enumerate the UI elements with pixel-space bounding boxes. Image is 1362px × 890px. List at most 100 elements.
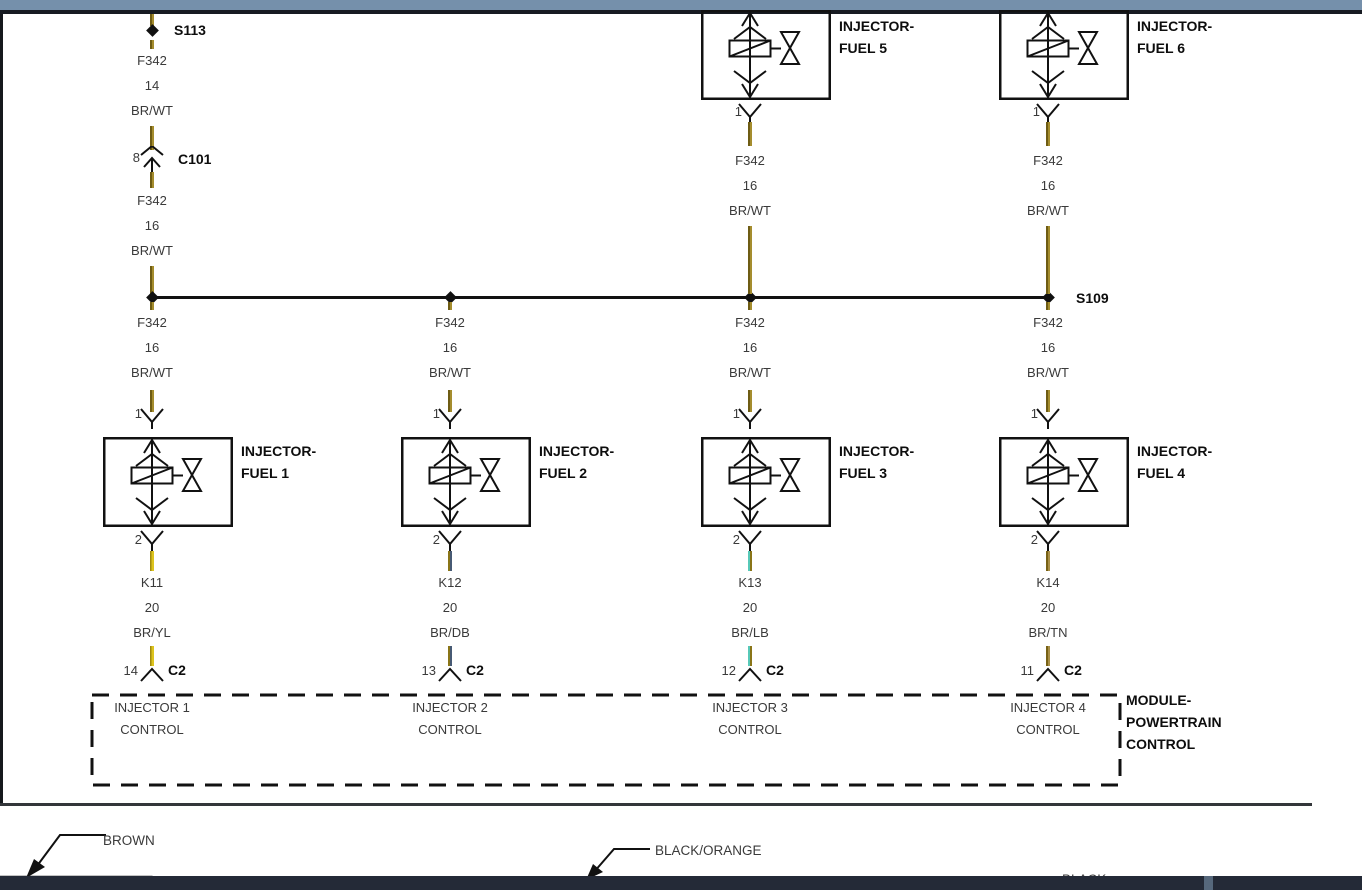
pin-number: 12: [721, 663, 736, 678]
pin-number: 1: [432, 406, 440, 421]
wire-gauge: 16: [742, 340, 758, 355]
connector-y-icon: [1036, 408, 1060, 429]
wire-gauge: 16: [1040, 178, 1056, 193]
wire-segment: [150, 551, 154, 571]
inline-connector-icon: [140, 146, 164, 174]
wire-color: BR/WT: [1027, 203, 1069, 218]
wire-color: BR/WT: [131, 243, 173, 258]
module-pin-function: INJECTOR 1: [114, 700, 190, 715]
module-pin-function: CONTROL: [718, 722, 782, 737]
connector-chevron-icon: [140, 668, 164, 682]
component-name: FUEL 5: [839, 40, 887, 56]
pin-number: 1: [1030, 406, 1038, 421]
wire-gauge: 14: [144, 78, 160, 93]
diagram-left-border: [0, 14, 3, 804]
wire-segment: [448, 390, 452, 412]
connector-y-icon: [1036, 103, 1060, 124]
splice-diamond-icon: [146, 24, 159, 37]
wire-label-stack: F342 16 BR/WT: [102, 310, 202, 385]
wire-color: BR/WT: [1027, 365, 1069, 380]
connector-y-icon: [140, 530, 164, 551]
wire-segment: [150, 40, 154, 49]
module-name: MODULE-: [1126, 692, 1192, 708]
module-pin-function: CONTROL: [120, 722, 184, 737]
component-name: INJECTOR-: [1137, 443, 1213, 459]
legend-label: BLACK/ORANGE: [655, 843, 762, 858]
wire-segment: [150, 302, 154, 310]
wire-segment: [150, 390, 154, 412]
connector-chevron-icon: [438, 668, 462, 682]
pin-number: 14: [123, 663, 138, 678]
module-pin-function: INJECTOR 4: [1010, 700, 1086, 715]
component-name: INJECTOR-: [539, 443, 615, 459]
wire-color: BR/WT: [131, 365, 173, 380]
circuit-id: F342: [735, 315, 765, 330]
pin-number: 13: [421, 663, 436, 678]
wire-label-stack: F342 16 BR/WT: [400, 310, 500, 385]
wire-label-stack: K12 20 BR/DB: [400, 570, 500, 645]
pin-number: 1: [734, 104, 742, 119]
wire-label-stack: F342 16 BR/WT: [700, 310, 800, 385]
injector-symbol: [999, 437, 1129, 527]
wire-gauge: 16: [742, 178, 758, 193]
pin-number: 2: [1030, 532, 1038, 547]
wire-segment: [150, 266, 154, 294]
circuit-id: F342: [137, 315, 167, 330]
connector-label: C2: [766, 662, 784, 678]
module-dashed-box: [90, 693, 1122, 787]
wire-segment: [1046, 390, 1050, 412]
wire-segment: [150, 14, 154, 26]
wire-label-stack: K13 20 BR/LB: [700, 570, 800, 645]
connector-chevron-icon: [738, 668, 762, 682]
pin-number: 2: [432, 532, 440, 547]
wire-gauge: 16: [144, 218, 160, 233]
wire-segment: [1046, 122, 1050, 146]
module-name: CONTROL: [1126, 736, 1196, 752]
wire-label-stack: F342 16 BR/WT: [102, 188, 202, 263]
injector-symbol: [401, 437, 531, 527]
splice-label: S109: [1076, 290, 1109, 306]
wire-color: BR/WT: [729, 203, 771, 218]
injector-symbol: [701, 10, 831, 100]
circuit-id: F342: [435, 315, 465, 330]
wire-segment: [448, 302, 452, 310]
wire-label-stack: F342 16 BR/WT: [998, 148, 1098, 223]
connector-y-icon: [1036, 530, 1060, 551]
pin-number: 1: [134, 406, 142, 421]
wire-segment: [1046, 302, 1050, 310]
wire-segment: [748, 646, 752, 666]
wire-label-stack: K14 20 BR/TN: [998, 570, 1098, 645]
connector-label: C2: [466, 662, 484, 678]
circuit-id: F342: [735, 153, 765, 168]
module-name: POWERTRAIN: [1126, 714, 1222, 730]
module-pin-function: CONTROL: [418, 722, 482, 737]
connector-chevron-icon: [1036, 668, 1060, 682]
connector-y-icon: [738, 103, 762, 124]
wire-segment: [150, 172, 154, 188]
top-chrome-band: [0, 0, 1362, 10]
connector-y-icon: [738, 408, 762, 429]
connector-y-icon: [140, 408, 164, 429]
connector-y-icon: [438, 408, 462, 429]
wire-gauge: 20: [144, 600, 160, 615]
wire-gauge: 16: [442, 340, 458, 355]
wire-segment: [748, 226, 752, 294]
wire-segment: [748, 122, 752, 146]
diagram-top-border: [0, 10, 1362, 14]
wire-segment: [748, 551, 752, 571]
injector-symbol: [103, 437, 233, 527]
wire-gauge: 20: [1040, 600, 1056, 615]
component-name: FUEL 3: [839, 465, 887, 481]
module-pin-function: INJECTOR 2: [412, 700, 488, 715]
module-pin-function: INJECTOR 3: [712, 700, 788, 715]
wire-segment: [748, 302, 752, 310]
wire-label-stack: K11 20 BR/YL: [102, 570, 202, 645]
wire-gauge: 20: [742, 600, 758, 615]
bottom-band-divider: [1204, 876, 1213, 890]
pin-number: 1: [732, 406, 740, 421]
injector-symbol: [999, 10, 1129, 100]
wire-segment: [1046, 551, 1050, 571]
pin-number: 2: [134, 532, 142, 547]
component-name: INJECTOR-: [241, 443, 317, 459]
